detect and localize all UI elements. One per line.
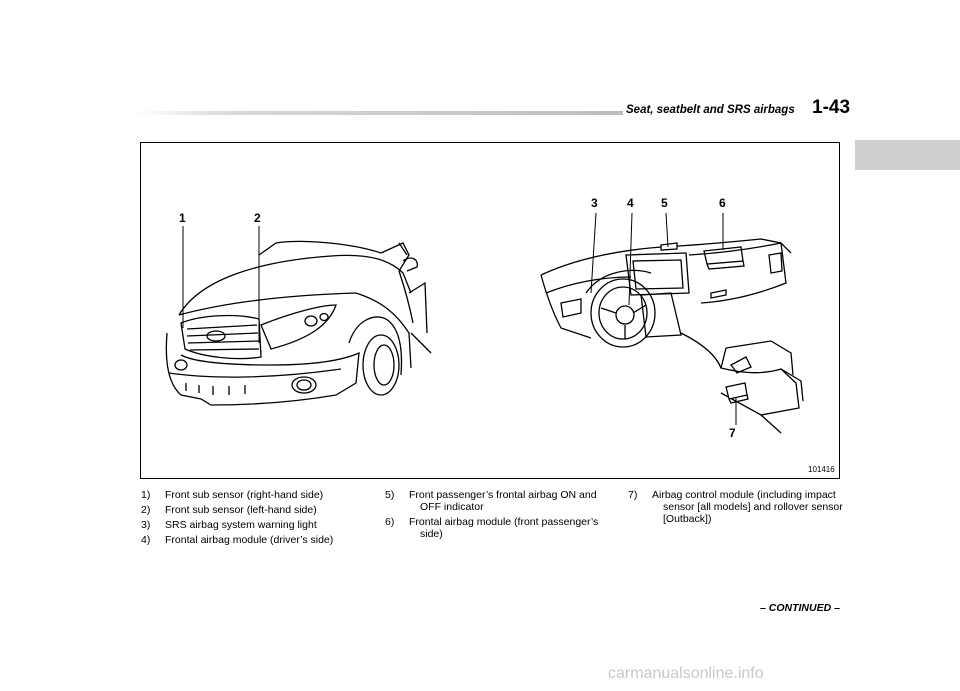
legend-item-6-cont: side) <box>420 528 443 540</box>
section-title: Seat, seatbelt and SRS airbags <box>626 104 795 116</box>
legend-item-5-cont: OFF indicator <box>420 501 484 513</box>
legend-item-5: 5)Front passenger’s frontal airbag ON an… <box>385 489 597 501</box>
legend-item-7-cont-2: [Outback]) <box>663 513 712 525</box>
page-number: 1-43 <box>812 97 851 118</box>
legend-item-2: 2)Front sub sensor (left-hand side) <box>141 504 317 516</box>
callout-4: 4 <box>627 196 634 210</box>
legend-item-7: 7)Airbag control module (including impac… <box>628 489 836 501</box>
watermark: carmanualsonline.info <box>608 665 764 682</box>
continued-label: – CONTINUED – <box>760 602 840 614</box>
callout-1: 1 <box>179 211 186 225</box>
vehicle-illustration <box>165 212 804 434</box>
legend-item-6: 6)Frontal airbag module (front passenger… <box>385 516 599 528</box>
callout-2: 2 <box>254 211 261 225</box>
car-front-drawing <box>165 240 432 406</box>
dashboard-drawing <box>540 238 804 434</box>
callout-6: 6 <box>719 196 726 210</box>
figure-code: 101416 <box>808 465 835 474</box>
legend-item-7-cont-1: sensor [all models] and rollover sensor <box>663 501 843 513</box>
legend-item-4: 4)Frontal airbag module (driver’s side) <box>141 534 334 546</box>
leader-lines <box>182 212 737 425</box>
chapter-tab <box>855 140 960 170</box>
legend-item-1: 1)Front sub sensor (right-hand side) <box>141 489 324 501</box>
callout-5: 5 <box>661 196 668 210</box>
header-rule <box>135 111 623 115</box>
legend-item-3: 3)SRS airbag system warning light <box>141 519 317 531</box>
callout-3: 3 <box>591 196 598 210</box>
callout-7: 7 <box>729 426 736 440</box>
airbag-locations-figure: 1 2 3 4 5 6 7 <box>140 142 840 479</box>
